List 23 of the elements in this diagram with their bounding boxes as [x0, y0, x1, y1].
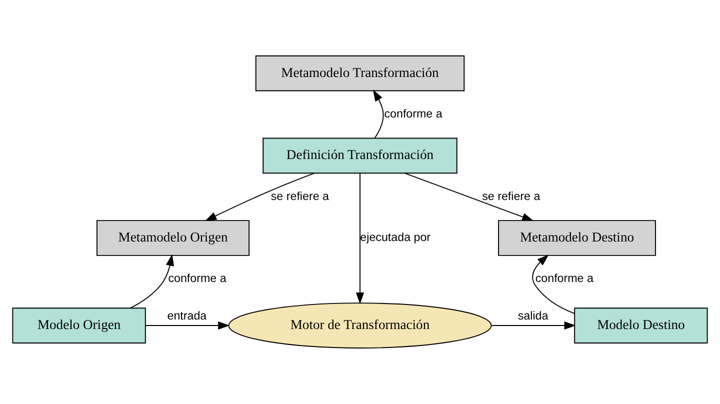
edge-label: entrada — [167, 309, 207, 322]
node-box: Metamodelo Transformación — [255, 55, 465, 92]
node-box: Modelo Origen — [12, 308, 146, 344]
edge-label: salida — [518, 309, 548, 322]
node-box: Modelo Destino — [574, 308, 708, 344]
arrow — [532, 254, 575, 314]
edge-label: ejecutada por — [360, 231, 431, 244]
node-box: Metamodelo Origen — [96, 220, 250, 256]
arrow — [356, 172, 364, 304]
edge-label: se refiere a — [270, 190, 329, 203]
node-box: Metamodelo Destino — [498, 220, 656, 256]
arrow — [404, 172, 534, 222]
arrow — [145, 321, 230, 330]
node-ellipse: Motor de Transformación — [228, 302, 492, 348]
arrow — [130, 254, 174, 308]
node-box: Definición Transformación — [262, 138, 458, 174]
arrow — [204, 172, 315, 222]
arrow — [372, 90, 384, 138]
edge-label: conforme a — [535, 272, 594, 286]
edge-label: conforme a — [168, 272, 226, 286]
arrow — [491, 321, 576, 330]
edge-label: se refiere a — [482, 190, 540, 203]
edge-label: conforme a — [384, 107, 442, 120]
